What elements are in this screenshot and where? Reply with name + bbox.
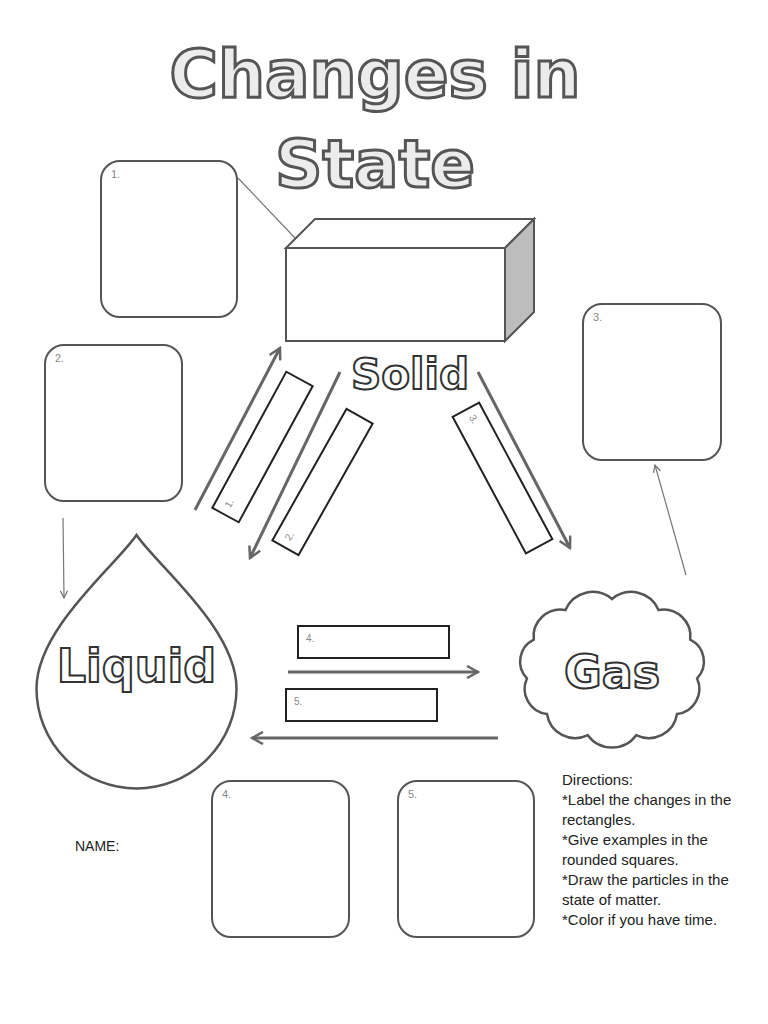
liquid-drop: Liquid bbox=[35, 533, 238, 790]
title-block: Changes in State bbox=[150, 30, 600, 210]
example-box: 3. bbox=[582, 303, 722, 461]
direction-line: *Draw the particles in the state of matt… bbox=[562, 870, 758, 910]
gas-cloud: Gas bbox=[512, 585, 712, 752]
directions-note: Directions:*Label the changes in the rec… bbox=[562, 770, 758, 930]
cloud-path bbox=[520, 592, 704, 748]
callout-number: 1. bbox=[111, 168, 120, 181]
callout-number: 5. bbox=[408, 788, 417, 801]
change-label-box: 3. bbox=[451, 401, 553, 554]
drop-path bbox=[37, 535, 237, 788]
change-arrow bbox=[288, 671, 478, 674]
change-arrow bbox=[252, 737, 498, 740]
example-box: 4. bbox=[211, 780, 350, 938]
leader-line bbox=[63, 518, 64, 598]
callout-number: 3. bbox=[593, 311, 602, 324]
direction-line: *Give examples in the rounded squares. bbox=[562, 830, 758, 870]
direction-line: Directions: bbox=[562, 770, 758, 790]
callout-number: 1. bbox=[222, 497, 237, 510]
prism-top bbox=[286, 219, 534, 248]
example-box: 5. bbox=[397, 780, 535, 938]
state-name: Solid bbox=[351, 350, 469, 400]
prism-side bbox=[505, 219, 534, 341]
state-name: Liquid bbox=[57, 639, 216, 694]
callout-number: 4. bbox=[306, 633, 314, 645]
callout-number: 4. bbox=[222, 788, 231, 801]
prism-outline bbox=[285, 218, 535, 342]
diagram-title: Changes in State bbox=[170, 36, 581, 203]
leader-line bbox=[655, 465, 686, 575]
example-box: 1. bbox=[100, 160, 238, 318]
solid-block: Solid bbox=[285, 218, 535, 342]
state-name: Gas bbox=[564, 645, 660, 700]
example-box: 2. bbox=[44, 344, 183, 502]
callout-number: 5. bbox=[294, 696, 302, 708]
callout-number: 2. bbox=[55, 352, 64, 365]
change-label-box: 4. bbox=[297, 625, 450, 659]
callout-number: 3. bbox=[466, 413, 481, 426]
change-label-box: 5. bbox=[285, 688, 438, 722]
callout-number: 2. bbox=[282, 530, 297, 543]
direction-line: *Color if you have time. bbox=[562, 910, 758, 930]
direction-line: *Label the changes in the rectangles. bbox=[562, 790, 758, 830]
name-field-label: NAME: bbox=[75, 838, 119, 854]
prism-front bbox=[286, 248, 505, 341]
